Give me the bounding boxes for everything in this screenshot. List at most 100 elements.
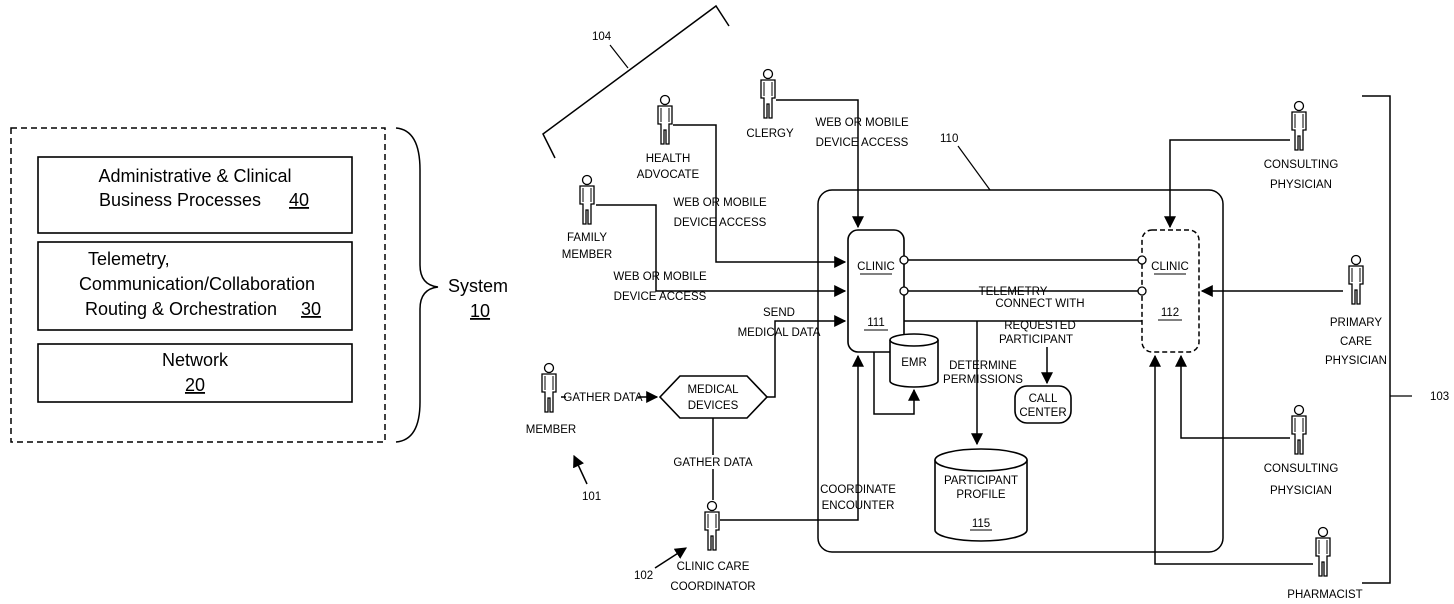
layer-network: Network 20: [37, 343, 353, 403]
consulting-physician-bottom-label-1: CONSULTING: [1264, 463, 1339, 475]
coordinator-label-2: COORDINATOR: [670, 581, 755, 593]
ref-110: 110: [940, 133, 958, 145]
health-advocate-label-1: HEALTH: [646, 153, 691, 165]
ref-103: 103: [1430, 391, 1449, 403]
member-person-icon: [541, 362, 557, 413]
clinic-112: CLINIC 112: [1141, 229, 1200, 353]
link-pharmacist: [1149, 354, 1313, 565]
web-access-clergy-1: WEB OR MOBILE: [815, 117, 909, 129]
layer-administrative-num: 40: [289, 190, 309, 210]
link-clergy: [776, 99, 864, 229]
clinic-112-num: 112: [1161, 307, 1179, 319]
layer-telemetry-line2: Communication/Collaboration: [79, 274, 315, 294]
layer-network-line1: Network: [162, 350, 229, 370]
layer-administrative: Administrative & Clinical Business Proce…: [37, 156, 353, 234]
determine-label-2: PERMISSIONS: [943, 374, 1023, 386]
participant-profile-database: PARTICIPANT PROFILE 115: [934, 448, 1028, 542]
member-label: MEMBER: [526, 424, 576, 436]
profile-label-2: PROFILE: [956, 489, 1006, 501]
layer-administrative-line1: Administrative & Clinical: [98, 166, 291, 186]
primary-care-label-2: CARE: [1340, 336, 1372, 348]
link-send-medical-data: [767, 315, 847, 398]
gather-data-coordinator-label: GATHER DATA: [673, 457, 753, 469]
medical-devices-label-2: DEVICES: [688, 400, 739, 412]
leader-102: [654, 547, 688, 569]
leader-104: [609, 44, 629, 69]
layer-telemetry-line1: Telemetry,: [88, 249, 170, 269]
gather-data-member-label: GATHER DATA: [563, 392, 643, 404]
connect-label-2: REQUESTED: [1004, 320, 1076, 332]
consulting-physician-top-label-2: PHYSICIAN: [1270, 179, 1332, 191]
layer-administrative-line2: Business Processes: [99, 190, 261, 210]
link-consulting-top: [1164, 139, 1290, 229]
profile-num: 115: [972, 518, 990, 530]
layer-telemetry-num: 30: [301, 299, 321, 319]
medical-devices-label-1: MEDICAL: [687, 384, 739, 396]
determine-label-1: DETERMINE: [949, 360, 1017, 372]
consulting-physician-top-person-icon: [1291, 100, 1307, 151]
link-clinic-emr: [873, 352, 920, 415]
layer-telemetry-line3: Routing & Orchestration: [85, 299, 277, 319]
leader-110: [957, 145, 991, 191]
primary-care-physician-person-icon: [1348, 254, 1364, 305]
clinic-care-coordinator-person-icon: [704, 500, 720, 551]
consulting-physician-bottom-label-2: PHYSICIAN: [1270, 485, 1332, 497]
ref-104: 104: [592, 31, 612, 43]
system-dashed-border: [10, 127, 386, 443]
primary-care-label-1: PRIMARY: [1330, 317, 1383, 329]
link-family-member: [596, 204, 847, 297]
send-medical-data-1: SEND: [763, 307, 795, 319]
health-advocate-label-2: ADVOCATE: [637, 169, 700, 181]
health-advocate-person-icon: [657, 94, 673, 145]
clergy-label: CLERGY: [746, 128, 794, 140]
web-access-advocate-1: WEB OR MOBILE: [673, 197, 767, 209]
ref-102: 102: [634, 570, 653, 582]
emr-database: EMR: [889, 333, 939, 388]
family-member-person-icon: [579, 174, 595, 225]
connect-label-3: PARTICIPANT: [999, 334, 1073, 346]
system-brace: [395, 127, 439, 443]
emr-label: EMR: [901, 357, 927, 369]
care-network-diagram: 104 110 103 CLINIC 111 CLINIC 112: [526, 4, 1449, 601]
link-coordinate-encounter: [720, 354, 864, 521]
family-member-label-2: MEMBER: [562, 249, 612, 261]
profile-label-1: PARTICIPANT: [944, 475, 1018, 487]
web-access-advocate-2: DEVICE ACCESS: [674, 217, 767, 229]
pharmacist-label: PHARMACIST: [1287, 589, 1362, 601]
layer-network-num: 20: [185, 375, 205, 395]
bracket-104: [542, 4, 730, 159]
bracket-103: [1362, 95, 1391, 584]
send-medical-data-2: MEDICAL DATA: [738, 327, 821, 339]
call-center-label-1: CALL: [1029, 393, 1058, 405]
family-member-label-1: FAMILY: [567, 232, 607, 244]
ref-101: 101: [582, 491, 601, 503]
call-center-box: [1014, 385, 1072, 424]
layer-telemetry: Telemetry, Communication/Collaboration R…: [37, 241, 353, 331]
leader-101: [573, 454, 588, 485]
web-access-family-1: WEB OR MOBILE: [613, 271, 707, 283]
web-access-clergy-2: DEVICE ACCESS: [816, 137, 909, 149]
link-consulting-bottom: [1175, 354, 1290, 439]
medical-devices: MEDICAL DEVICES: [658, 375, 769, 419]
system-label: System: [448, 276, 508, 296]
clergy-person-icon: [760, 68, 776, 119]
pharmacist-person-icon: [1315, 526, 1331, 577]
consulting-physician-top-label-1: CONSULTING: [1264, 159, 1339, 171]
connect-label-1: CONNECT WITH: [995, 298, 1084, 310]
system-number: 10: [470, 301, 490, 321]
link-health-advocate: [673, 124, 847, 268]
call-center-label-2: CENTER: [1019, 407, 1066, 419]
clinic-112-label: CLINIC: [1151, 261, 1189, 273]
telemetry-label: TELEMETRY: [979, 286, 1048, 298]
system-stack: Administrative & Clinical Business Proce…: [10, 127, 508, 443]
clinic-111: CLINIC 111: [847, 229, 905, 353]
coordinator-label-1: CLINIC CARE: [677, 561, 750, 573]
consulting-physician-bottom-person-icon: [1291, 404, 1307, 455]
clinic-111-label: CLINIC: [857, 261, 895, 273]
system-110-box: [817, 189, 1224, 553]
clinic-111-num: 111: [867, 317, 884, 329]
coordinate-encounter-1: COORDINATE: [820, 484, 896, 496]
primary-care-label-3: PHYSICIAN: [1325, 355, 1387, 367]
coordinate-encounter-2: ENCOUNTER: [822, 500, 895, 512]
